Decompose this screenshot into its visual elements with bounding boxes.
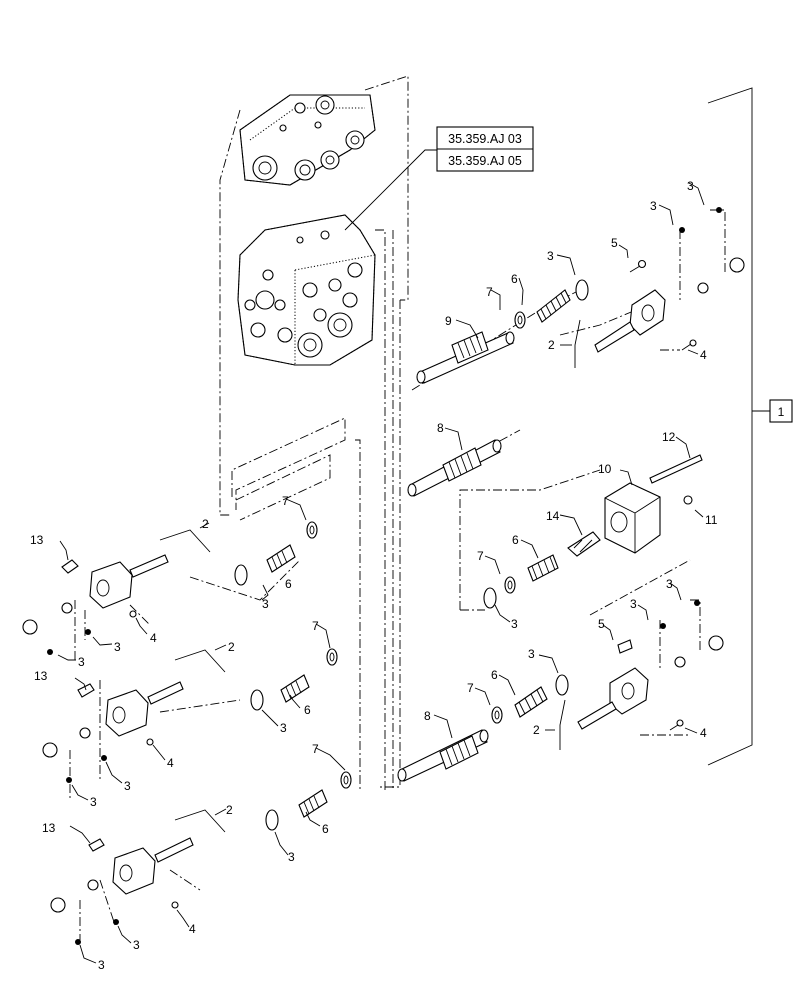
bracket-2-low	[559, 699, 566, 750]
leader-lines	[57, 182, 705, 964]
callout-3: 3	[90, 795, 97, 809]
spring-6-low	[514, 686, 548, 718]
valve-body-upper	[239, 94, 376, 186]
callout-7: 7	[477, 549, 484, 563]
callout-3: 3	[528, 647, 535, 661]
callout-3: 3	[98, 958, 105, 972]
assembly-callout: 1	[778, 405, 785, 419]
callout-11: 11	[705, 513, 718, 527]
ref-text: 35.359.AJ 03 35.359.AJ 05 1	[448, 132, 784, 419]
callout-2: 2	[202, 517, 209, 531]
bracket-2-top	[574, 319, 581, 368]
callout-6: 6	[304, 703, 311, 717]
callout-2: 2	[226, 803, 233, 817]
cap-lower	[577, 600, 724, 731]
callout-3: 3	[650, 199, 657, 213]
spool-8-lower	[397, 729, 489, 782]
oring-3-top	[575, 279, 589, 301]
callout-3: 3	[288, 850, 295, 864]
left-brackets-2	[159, 529, 226, 833]
left-washers	[306, 521, 352, 789]
callout-5: 5	[598, 617, 605, 631]
callout-13: 13	[30, 533, 44, 547]
callout-3: 3	[511, 617, 518, 631]
callout-6: 6	[285, 577, 292, 591]
oring-3-mid	[483, 587, 497, 609]
callout-3: 3	[687, 179, 694, 193]
callout-2: 2	[533, 723, 540, 737]
callout-3: 3	[280, 721, 287, 735]
valve-body-main	[237, 214, 376, 366]
callout-7: 7	[282, 494, 289, 508]
callout-4: 4	[150, 631, 157, 645]
callout-8: 8	[424, 709, 431, 723]
cap-left-3	[50, 837, 194, 945]
callout-2: 2	[548, 338, 555, 352]
assembly-bracket	[707, 87, 793, 766]
callout-7: 7	[486, 285, 493, 299]
callout-4: 4	[700, 348, 707, 362]
callout-7: 7	[312, 742, 319, 756]
block-10	[567, 454, 703, 557]
washer-7-low	[491, 706, 503, 724]
spring-6-top	[536, 289, 571, 323]
callout-4: 4	[700, 726, 707, 740]
spool-9	[416, 331, 515, 384]
callout-3: 3	[630, 597, 637, 611]
ref-label-1: 35.359.AJ 03	[448, 132, 522, 146]
callout-4: 4	[189, 922, 196, 936]
callout-10: 10	[598, 462, 612, 476]
reference-boxes	[344, 126, 534, 231]
callout-3: 3	[114, 640, 121, 654]
callout-labels: 3 3 5 3 6 7 9 2 4 8 12 10 11 14 6 7 3 3 …	[30, 179, 718, 972]
callout-4: 4	[167, 756, 174, 770]
callout-9: 9	[445, 314, 452, 328]
spring-6-mid	[527, 554, 559, 582]
callout-6: 6	[491, 668, 498, 682]
callout-7: 7	[312, 619, 319, 633]
callout-3: 3	[133, 938, 140, 952]
callout-6: 6	[512, 533, 519, 547]
callout-3: 3	[547, 249, 554, 263]
cap-left-1	[22, 554, 169, 655]
callout-3: 3	[262, 597, 269, 611]
ref-label-2: 35.359.AJ 05	[448, 154, 522, 168]
callout-13: 13	[42, 821, 56, 835]
callout-6: 6	[511, 272, 518, 286]
cap-upper	[594, 207, 745, 353]
spool-8-middle	[407, 439, 502, 497]
phantom-lines	[69, 75, 726, 940]
callout-3: 3	[78, 655, 85, 669]
callout-3: 3	[124, 779, 131, 793]
callout-5: 5	[611, 236, 618, 250]
cap-left-2	[42, 681, 184, 783]
left-orings	[234, 564, 279, 831]
callout-13: 13	[34, 669, 48, 683]
callout-7: 7	[467, 681, 474, 695]
washer-7-top	[514, 311, 526, 329]
callout-8: 8	[437, 421, 444, 435]
callout-14: 14	[546, 509, 560, 523]
callout-3: 3	[666, 577, 673, 591]
washer-7-mid	[504, 576, 516, 594]
callout-12: 12	[662, 430, 676, 444]
left-springs	[266, 544, 328, 818]
callout-6: 6	[322, 822, 329, 836]
callout-2: 2	[228, 640, 235, 654]
oring-3-low	[555, 674, 569, 696]
